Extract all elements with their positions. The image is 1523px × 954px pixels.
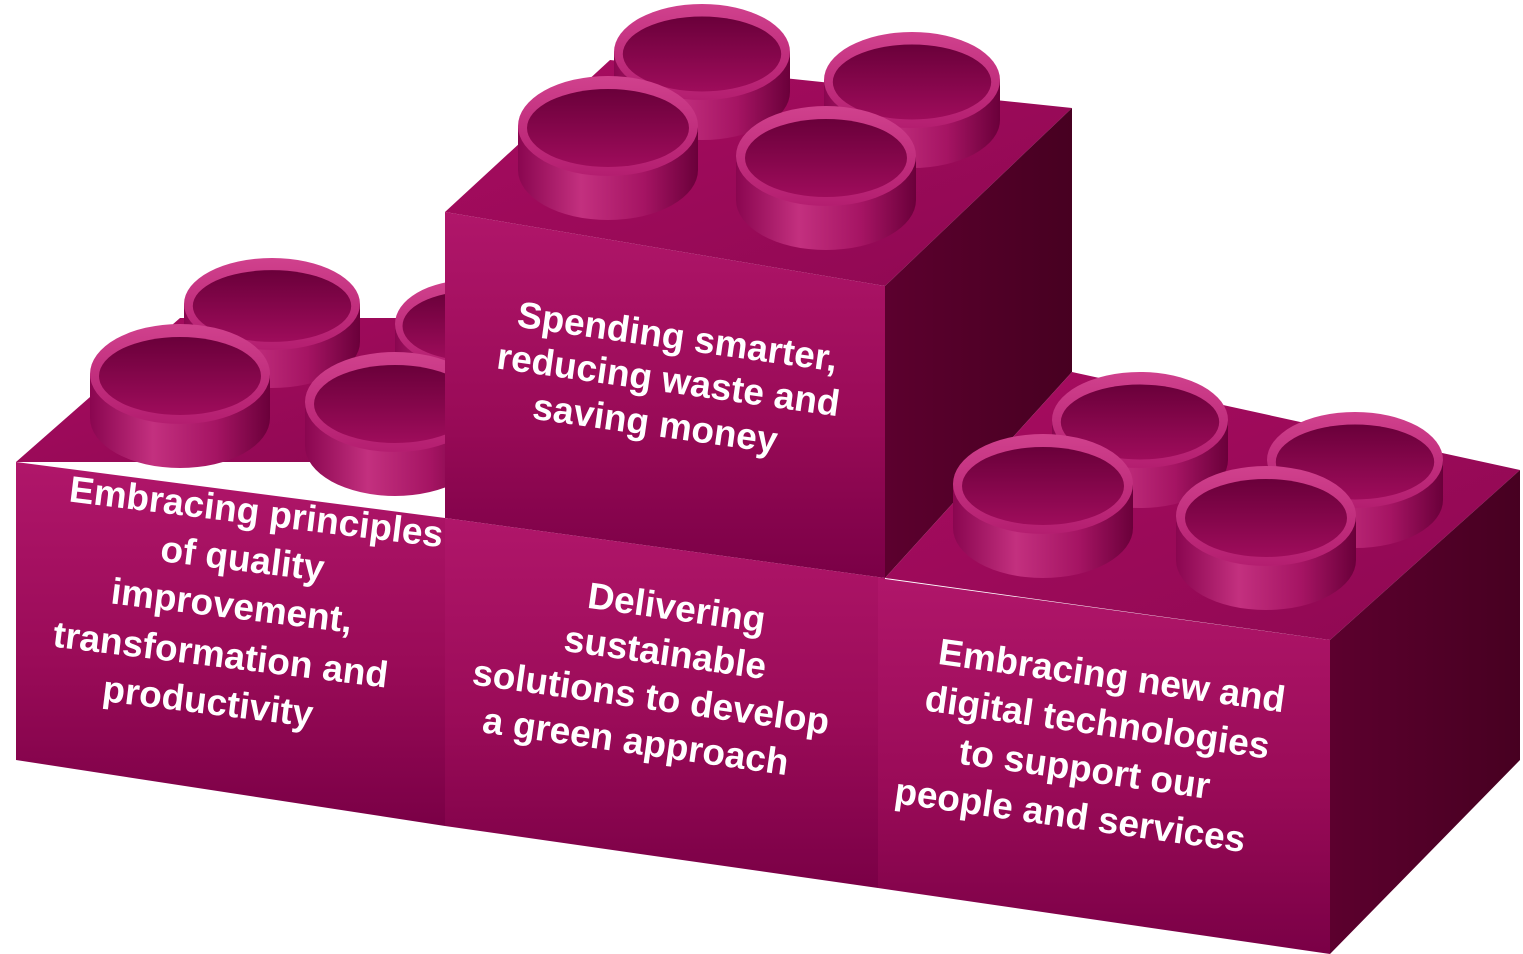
block-middle-front-face [445,518,885,888]
block-top-front-face [445,212,885,578]
block-right-front-face [878,578,1330,954]
block-top [445,4,1072,578]
stud-right-front-left [953,434,1133,578]
block-right-side-face [1330,470,1520,954]
stud-left-front-right [305,352,485,496]
stud-left-front-left [90,324,270,468]
stud-top-front-left [518,76,698,220]
block-top-side-face [885,108,1072,578]
block-left-front-face [16,462,445,826]
block-right [878,372,1520,954]
stud-top-front-right [736,106,916,250]
block-middle [445,518,885,888]
stud-right-front-right [1176,466,1356,610]
